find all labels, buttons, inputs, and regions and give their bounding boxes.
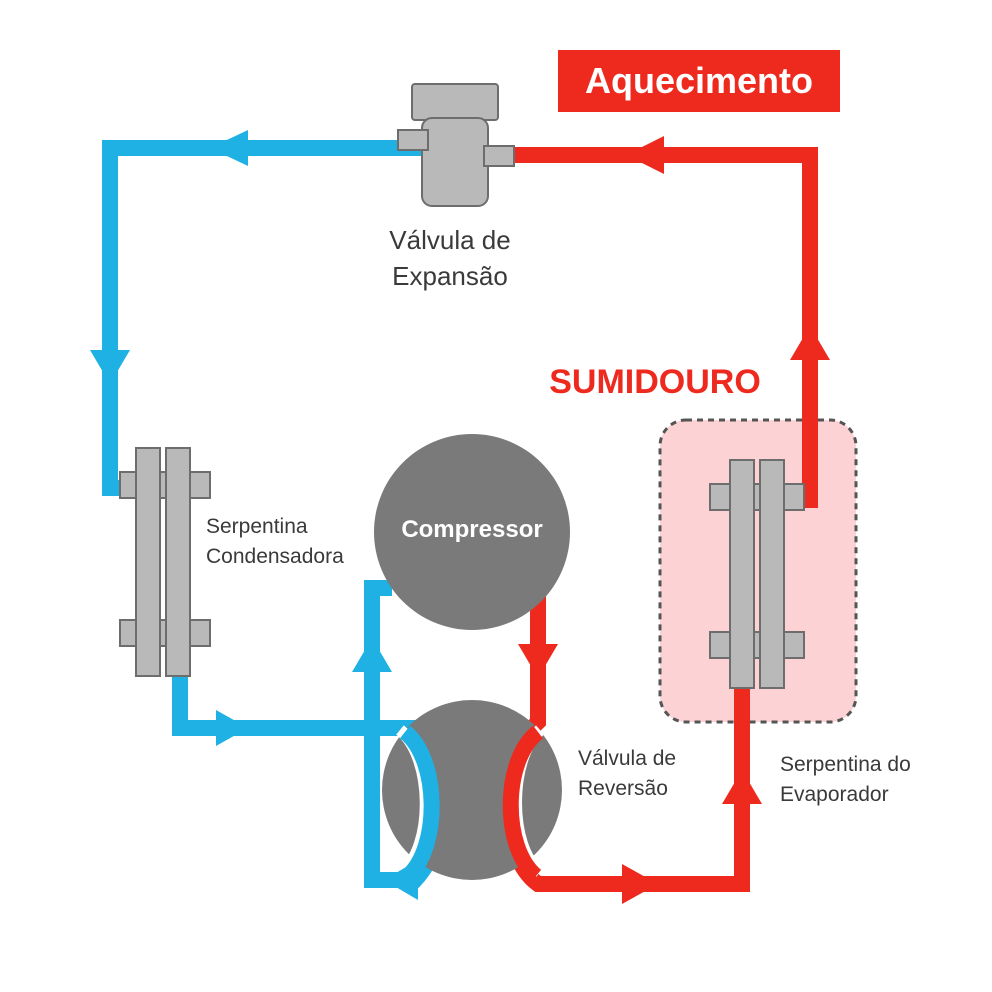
- evaporator-coil: [709, 459, 805, 689]
- expansion-valve-label: Válvula de Expansão: [330, 222, 570, 294]
- arrow-hot-right-up: [790, 326, 830, 360]
- condenser-label-line2: Condensadora: [206, 545, 344, 568]
- compressor-label: Compressor: [401, 516, 543, 543]
- reversing-valve-label: Válvula de Reversão: [578, 744, 676, 804]
- mode-badge: Aquecimento: [558, 50, 840, 112]
- condenser-label: Serpentina Condensadora: [206, 512, 344, 572]
- expansion-valve-label-line1: Válvula de: [389, 225, 511, 255]
- evaporator-label-line1: Serpentina do: [780, 753, 911, 776]
- arrow-hot-down: [518, 644, 558, 678]
- flow-arrows: [90, 130, 830, 904]
- arrow-cold-bottom-right: [216, 710, 248, 746]
- heat-sink-label: SUMIDOURO: [549, 363, 761, 401]
- reversing-valve-label-line1: Válvula de: [578, 747, 677, 770]
- arrow-cold-up: [352, 638, 392, 672]
- arrow-cold-top-left: [210, 130, 248, 166]
- arrow-hot-evaporator-up: [722, 770, 762, 804]
- reversing-valve-hot-port: [502, 725, 544, 883]
- arrow-hot-top-left: [626, 136, 664, 174]
- arrow-cold-valve: [384, 860, 418, 900]
- expansion-valve: [397, 83, 515, 207]
- condenser-label-line1: Serpentina: [206, 515, 308, 538]
- expansion-valve-label-line2: Expansão: [392, 261, 508, 291]
- heat-sink-zone: [658, 418, 858, 724]
- condenser-coil: [119, 447, 211, 677]
- arrow-hot-bottom-right: [622, 864, 658, 904]
- evaporator-label-line2: Evaporador: [780, 783, 889, 806]
- evaporator-label: Serpentina do Evaporador: [780, 750, 911, 810]
- reversing-valve-label-line2: Reversão: [578, 777, 668, 800]
- arrow-cold-left-down: [90, 350, 130, 384]
- compressor: [374, 434, 570, 630]
